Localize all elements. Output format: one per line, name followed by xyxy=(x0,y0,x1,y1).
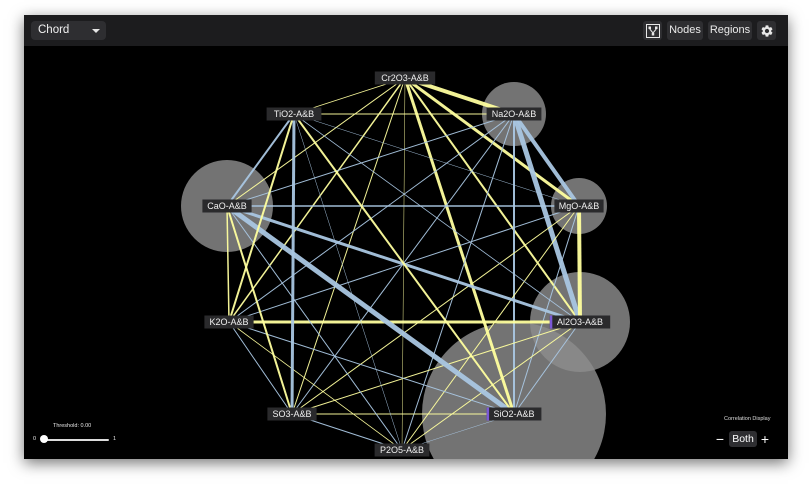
gear-icon xyxy=(761,24,772,37)
correlation-display-label: Correlation Display xyxy=(724,416,771,422)
edge-sio2-cao[interactable] xyxy=(225,203,516,417)
node-tio2[interactable]: TiO2-A&B xyxy=(266,107,322,121)
chord-diagram: Cr2O3-A&B Na2O-A&B MgO-A&B Al2O3-A&B SiO2-A&… xyxy=(24,46,788,459)
node-label-text: P2O5-A&B xyxy=(380,445,424,455)
edge-so3-cao[interactable] xyxy=(226,205,293,415)
edge-so3-k2o[interactable] xyxy=(228,321,293,415)
threshold-thumb[interactable] xyxy=(40,435,48,443)
view-select-value: Chord xyxy=(38,24,70,36)
edge-mgo-so3[interactable] xyxy=(291,205,580,415)
edge-al2o3-p2o5[interactable] xyxy=(401,321,581,451)
regions-button[interactable]: Regions xyxy=(708,21,752,40)
edge-mgo-al2o3[interactable] xyxy=(577,205,582,323)
node-label-background xyxy=(266,107,322,121)
settings-button[interactable] xyxy=(757,21,776,40)
node-label-background xyxy=(267,407,317,421)
edge-al2o3-so3[interactable] xyxy=(291,321,581,415)
edge-na2o-cao[interactable] xyxy=(226,113,515,207)
edge-na2o-mgo[interactable] xyxy=(512,112,581,208)
node-marker xyxy=(549,315,553,329)
edge-al2o3-sio2[interactable] xyxy=(513,321,581,415)
node-label-text: Al2O3-A&B xyxy=(557,317,603,327)
node-label-text: TiO2-A&B xyxy=(274,109,314,119)
threshold-label: Threshold: 0.00 xyxy=(53,423,92,429)
threshold-min-label: 0 xyxy=(33,436,37,442)
threshold-track[interactable] xyxy=(43,438,109,441)
regions-button-label: Regions xyxy=(709,24,751,36)
edge-cr2o3-cao[interactable] xyxy=(226,77,406,207)
node-label-text: K2O-A&B xyxy=(209,317,248,327)
chord-canvas[interactable]: Cr2O3-A&B Na2O-A&B MgO-A&B Al2O3-A&B SiO2-A&… xyxy=(24,46,788,459)
node-label-background xyxy=(204,315,254,329)
chevron-down-icon xyxy=(92,29,100,33)
edge-mgo-p2o5[interactable] xyxy=(401,205,580,451)
node-label-background xyxy=(486,407,542,421)
node-sio2[interactable]: SiO2-A&B xyxy=(486,407,542,421)
node-k2o[interactable]: K2O-A&B xyxy=(204,315,254,329)
node-label-background xyxy=(549,315,611,329)
edge-cr2o3-k2o[interactable] xyxy=(228,77,406,323)
correlation-mode-button[interactable]: Both xyxy=(729,431,757,447)
node-label-text: MgO-A&B xyxy=(559,201,600,211)
edge-al2o3-tio2[interactable] xyxy=(293,113,581,323)
edge-so3-tio2[interactable] xyxy=(290,113,296,415)
node-label-background xyxy=(486,107,542,121)
node-label-background xyxy=(374,71,436,85)
node-cao[interactable]: CaO-A&B xyxy=(202,199,252,213)
nodes-button-label: Nodes xyxy=(669,24,701,36)
node-label-text: SiO2-A&B xyxy=(493,409,534,419)
node-label-text: Cr2O3-A&B xyxy=(381,73,429,83)
node-label-background xyxy=(374,443,430,457)
node-marker xyxy=(486,407,490,421)
layout-button[interactable] xyxy=(643,21,662,40)
edge-p2o5-tio2[interactable] xyxy=(293,113,403,451)
threshold-max-label: 1 xyxy=(113,436,117,442)
edge-p2o5-k2o[interactable] xyxy=(228,321,403,451)
node-cr2o3[interactable]: Cr2O3-A&B xyxy=(374,71,436,85)
node-so3[interactable]: SO3-A&B xyxy=(267,407,317,421)
node-na2o[interactable]: Na2O-A&B xyxy=(486,107,542,121)
node-label-background xyxy=(202,199,252,213)
edge-p2o5-cao[interactable] xyxy=(226,205,403,451)
node-p2o5[interactable]: P2O5-A&B xyxy=(374,443,430,457)
edge-cr2o3-mgo[interactable] xyxy=(404,76,580,208)
tree-layout-icon xyxy=(645,23,660,38)
node-mgo[interactable]: MgO-A&B xyxy=(554,199,604,213)
edge-k2o-tio2[interactable] xyxy=(228,113,295,323)
edge-na2o-al2o3[interactable] xyxy=(511,113,583,323)
node-al2o3[interactable]: Al2O3-A&B xyxy=(549,315,611,329)
threshold-slider: Threshold: 0.00 0 1 xyxy=(31,420,121,456)
edge-sio2-tio2[interactable] xyxy=(293,113,515,415)
view-select[interactable]: Chord xyxy=(31,21,106,40)
app-window: Chord Nodes Regions xyxy=(24,15,788,459)
toolbar: Chord Nodes Regions xyxy=(24,15,788,46)
edge-k2o-cao[interactable] xyxy=(226,205,230,323)
correlation-minus-button[interactable]: − xyxy=(715,431,725,447)
node-label-background xyxy=(554,199,604,213)
correlation-plus-button[interactable]: + xyxy=(760,431,770,447)
nodes-button[interactable]: Nodes xyxy=(667,21,703,40)
edge-mgo-tio2[interactable] xyxy=(293,113,580,207)
edge-cr2o3-al2o3[interactable] xyxy=(404,77,581,323)
edge-sio2-k2o[interactable] xyxy=(228,321,515,415)
edge-cao-tio2[interactable] xyxy=(226,113,295,207)
node-label-text: SO3-A&B xyxy=(272,409,311,419)
node-label-text: Na2O-A&B xyxy=(492,109,537,119)
node-label-text: CaO-A&B xyxy=(207,201,247,211)
